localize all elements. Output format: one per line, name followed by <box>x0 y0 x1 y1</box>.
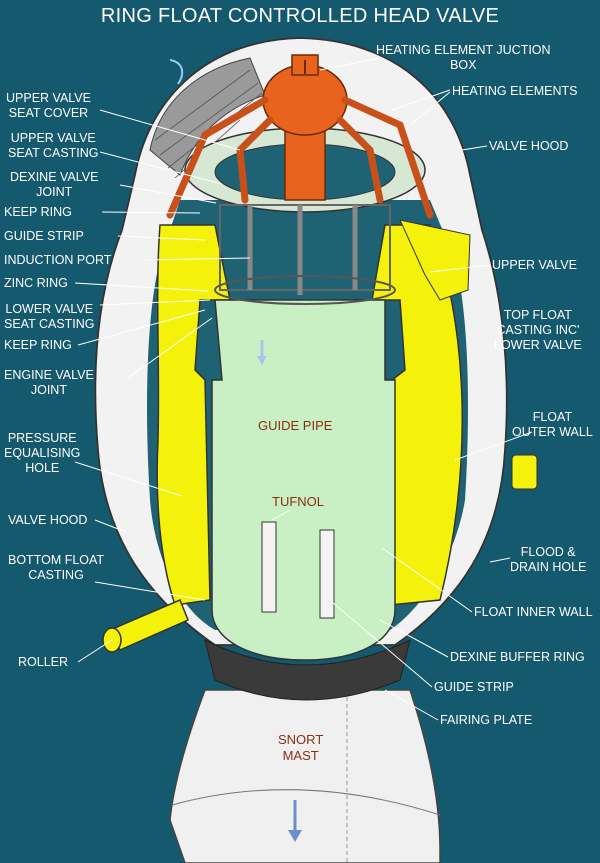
label-guide-strip-top: GUIDE STRIP <box>4 229 84 243</box>
label-dexine-buffer-ring: DEXINE BUFFER RING <box>450 650 585 664</box>
snort-mast <box>169 689 441 863</box>
label-keep-ring-top: KEEP RING <box>4 205 72 219</box>
label-induction-port: INDUCTION PORT <box>4 253 112 267</box>
junction-stem <box>284 129 326 201</box>
label-guide-strip-bottom: GUIDE STRIP <box>434 680 514 694</box>
heating-element-arms <box>166 96 434 219</box>
snort-mast-rim <box>171 789 441 816</box>
label-valve-hood-bottom: VALVE HOOD <box>8 513 88 527</box>
leader-lines <box>74 57 533 721</box>
fairing-plate <box>204 639 411 701</box>
label-zinc-ring: ZINC RING <box>4 276 68 290</box>
label-fairing-plate: FAIRING PLATE <box>440 713 533 727</box>
label-roller: ROLLER <box>18 655 69 669</box>
label-heating-elements: HEATING ELEMENTS <box>452 84 578 98</box>
label-keep-ring-mid: KEEP RING <box>4 338 72 352</box>
label-valve-hood-top: VALVE HOOD <box>489 139 569 153</box>
label-float-inner-wall: FLOAT INNER WALL <box>474 605 593 619</box>
label-flood-drain-hole: FLOOD &DRAIN HOLE <box>510 545 587 574</box>
float-left <box>156 224 231 606</box>
diagram-title: RING FLOAT CONTROLLED HEAD VALVE <box>100 5 500 27</box>
tufnol-strip-right <box>319 529 335 619</box>
guide-pipe <box>211 299 396 661</box>
roller-left <box>108 599 189 651</box>
upper-valve-right <box>399 219 471 301</box>
label-upper-valve: UPPER VALVE <box>492 258 577 272</box>
roller-right <box>511 454 538 490</box>
label-tufnol: TUFNOL <box>272 494 324 509</box>
tufnol-strip-left <box>261 521 277 613</box>
valve-cage <box>219 204 391 291</box>
label-guide-pipe: GUIDE PIPE <box>258 418 333 433</box>
